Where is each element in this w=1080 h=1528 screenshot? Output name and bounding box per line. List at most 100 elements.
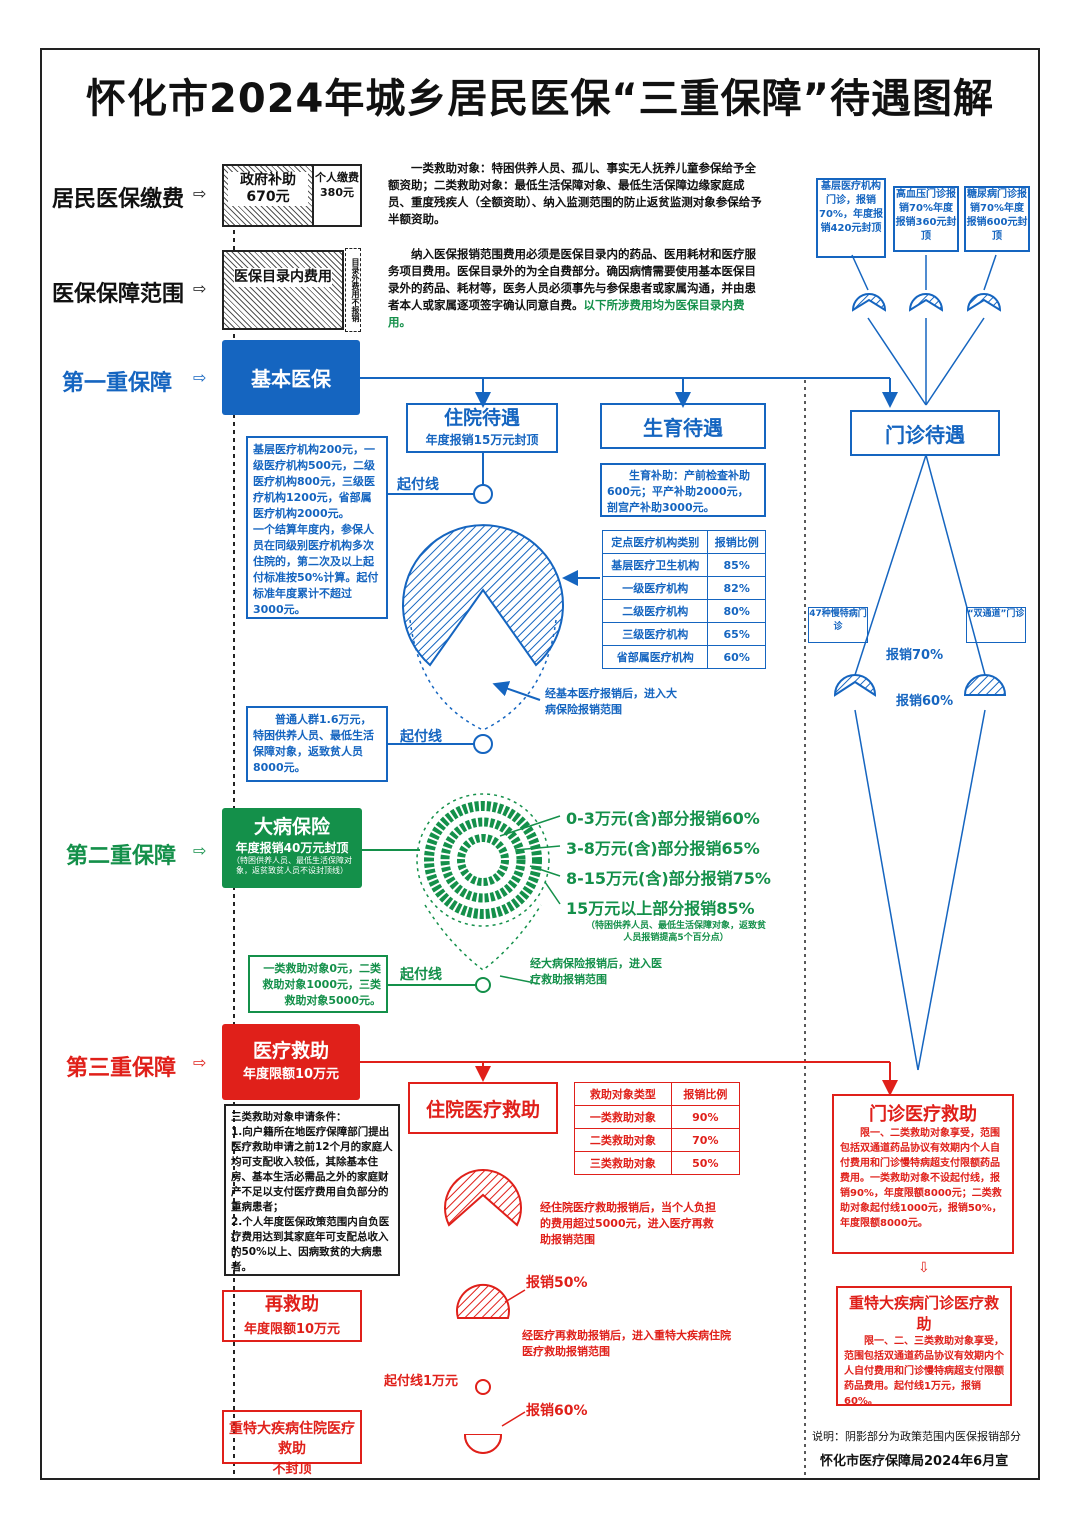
- critical-insurance-box: 大病保险 年度报销40万元封顶 （特困供养人员、最低生活保障对象，返贫致贫人员不…: [222, 808, 362, 888]
- critical-deductible-label: 起付线: [400, 729, 442, 745]
- table-cell: 一类救助对象: [574, 1105, 672, 1129]
- table-cell: 三类救助对象: [574, 1151, 672, 1175]
- table-cell: 85%: [707, 553, 766, 577]
- outpatient-aid-text: 限一、二类救助对象享受，范围包括双通道药品协议有效期内个人自付费用和门诊慢特病超…: [840, 1128, 1002, 1229]
- table-cell: 三级医疗机构: [601, 622, 709, 646]
- row-label-scope: 医保保障范围: [52, 282, 185, 307]
- arrow-icon: ⇨: [193, 279, 207, 298]
- medical-aid-title: 医疗救助: [252, 1040, 329, 1062]
- scope-note: 纳入医保报销范围费用必须是医保目录内的药品、医用耗材和医疗服务项目费用。医保目录…: [388, 247, 756, 329]
- gov-subsidy-label: 政府补助: [240, 172, 296, 188]
- row-label-first: 第一重保障: [62, 371, 173, 396]
- row-label-second: 第二重保障: [66, 844, 177, 869]
- critical-tier: 3-8万元(含)部分报销65%: [566, 839, 760, 858]
- inpatient-benefit-box: 住院待遇 年度报销15万元封顶: [406, 403, 558, 453]
- table-cell: 70%: [670, 1128, 741, 1152]
- arrow-icon: ⇨: [193, 368, 207, 387]
- basic-table-header: 定点医疗机构类别报销比例: [601, 530, 766, 554]
- arrow-icon: ⇨: [193, 184, 207, 203]
- major-opd-aid-text: 限一、二、三类救助对象享受，范围包括双通道药品协议有效期内个人自付费用和门诊慢特…: [844, 1336, 1004, 1407]
- re-aid-box: 再救助 年度限额10万元: [222, 1290, 362, 1342]
- page-frame: [40, 48, 1040, 1480]
- deductible-label: 起付线: [397, 477, 439, 493]
- inpatient-cap: 年度报销15万元封顶: [425, 433, 539, 447]
- major-opd-aid-box: 重特大疾病门诊医疗救助 限一、二、三类救助对象享受，范围包括双通道药品协议有效期…: [836, 1286, 1012, 1407]
- table-cell: 82%: [707, 576, 766, 600]
- major-aid-cap: 不封顶: [272, 1462, 312, 1477]
- outpatient-benefit-box: 门诊待遇: [850, 410, 1000, 456]
- major-opd-aid-title: 重特大疾病门诊医疗救助: [848, 1294, 999, 1333]
- re-aid-rate: 报销50%: [526, 1275, 588, 1291]
- aid-conditions: 三类救助对象申请条件： 1.向户籍所在地医疗保障部门提出医疗救助申请之前12个月…: [224, 1104, 400, 1276]
- outpatient-aid-title: 门诊医疗救助: [869, 1104, 977, 1125]
- dual-rate: 报销60%: [896, 694, 954, 709]
- critical-title: 大病保险: [253, 816, 330, 838]
- opd-item-primary: 基层医疗机构门诊，报销70%，年度报销420元封顶: [816, 178, 886, 258]
- page-title: 怀化市2024年城乡居民医保“三重保障”待遇图解: [86, 76, 994, 122]
- re-aid-cap: 年度限额10万元: [243, 1322, 341, 1337]
- table-cell: 65%: [707, 622, 766, 646]
- basic-deductible-text: 基层医疗机构200元，一级医疗机构500元，二级医疗机构800元，三级医疗机构1…: [246, 436, 388, 619]
- basic-after-text: 经基本医疗报销后，进入大病保险报销范围: [545, 687, 677, 716]
- critical-deductible-text: 普通人群1.6万元，特困供养人员、最低生活保障对象，返致贫人员8000元。: [246, 706, 388, 782]
- re-aid-after-text: 经医疗再救助报销后，进入重特大疾病住院医疗救助报销范围: [522, 1329, 731, 1358]
- personal-payment-amount: 380元: [320, 186, 354, 199]
- aid-deductible-label: 起付线: [400, 967, 442, 983]
- chronic-rate: 报销70%: [886, 648, 944, 663]
- critical-cap: 年度报销40万元封顶: [235, 841, 349, 855]
- footer-note: 说明：阴影部分为政策范围内医保报销部分: [812, 1430, 1021, 1443]
- table-cell: 二类救助对象: [574, 1128, 672, 1152]
- critical-tier: 8-15万元(含)部分报销75%: [566, 869, 771, 888]
- footer-issuer: 怀化市医疗保障局2024年6月宣: [820, 1454, 1009, 1469]
- opd-item-diabetes: 糖尿病门诊报销70%年度报销600元封顶: [964, 186, 1030, 252]
- major-aid-box: 重特大疾病住院医疗救助 不封顶: [222, 1410, 362, 1477]
- critical-tier: 15万元以上部分报销85%: [566, 899, 755, 918]
- critical-tier-note: （特困供养人员、最低生活保障对象，返致贫人员报销提高5个百分点）: [586, 921, 767, 943]
- table-cell: 60%: [707, 645, 766, 669]
- table-header-cell: 报销比例: [707, 530, 766, 554]
- catalog-scope-label: 医保目录内费用: [234, 268, 332, 287]
- critical-tier: 0-3万元(含)部分报销60%: [566, 809, 760, 828]
- aid-table-header: 救助对象类型报销比例: [574, 1082, 741, 1106]
- critical-after-text: 经大病保险报销后，进入医疗救助报销范围: [530, 957, 662, 986]
- major-aid-title: 重特大疾病住院医疗救助: [229, 1421, 355, 1457]
- chronic-disease-opd: 47种慢特病门诊: [808, 607, 868, 643]
- gov-subsidy-amount: 670元: [246, 189, 290, 205]
- out-of-catalog-label: 目录外费用不报销: [345, 248, 361, 332]
- scope-note-highlight: 以下所涉费用均为医保目录内费用。: [388, 298, 745, 329]
- table-header-cell: 救助对象类型: [574, 1082, 672, 1106]
- personal-payment-label: 个人缴费: [315, 171, 359, 184]
- outpatient-aid-box: 门诊医疗救助 限一、二类救助对象享受，范围包括双通道药品协议有效期内个人自付费用…: [832, 1094, 1014, 1254]
- table-cell: 省部属医疗机构: [601, 645, 709, 669]
- maternity-benefit-box: 生育待遇: [600, 403, 766, 449]
- medical-aid-box: 医疗救助 年度限额10万元: [222, 1024, 360, 1100]
- row-label-payment: 居民医保缴费: [52, 187, 185, 212]
- table-cell: 基层医疗卫生机构: [601, 553, 709, 577]
- aid-deductible-text: 一类救助对象0元，二类救助对象1000元，三类救助对象5000元。: [248, 955, 388, 1013]
- major-rate: 报销60%: [526, 1403, 588, 1419]
- row-label-third: 第三重保障: [66, 1056, 177, 1081]
- aid-after-text: 经住院医疗救助报销后，当个人负担的费用超过5000元，进入医疗再救助报销范围: [540, 1201, 716, 1246]
- table-cell: 二级医疗机构: [601, 599, 709, 623]
- critical-tiers: 0-3万元(含)部分报销60% 3-8万元(含)部分报销65% 8-15万元(含…: [566, 804, 771, 924]
- assistance-note: 一类救助对象：特困供养人员、孤儿、事实无人抚养儿童参保给予全额资助；二类救助对象…: [388, 161, 762, 226]
- gov-subsidy-box: 政府补助 670元: [222, 164, 314, 227]
- arrow-icon: ⇨: [193, 841, 207, 860]
- inpatient-aid-box: 住院医疗救助: [408, 1082, 558, 1134]
- table-cell: 90%: [670, 1105, 741, 1129]
- personal-payment-box: 个人缴费 380元: [314, 164, 362, 227]
- arrow-icon: ⇨: [193, 1053, 207, 1072]
- dual-channel-opd: “双通道”门诊: [966, 607, 1026, 643]
- opd-item-hypertension: 高血压门诊报销70%年度报销360元封顶: [893, 186, 959, 252]
- major-deductible: 起付线1万元: [384, 1374, 459, 1389]
